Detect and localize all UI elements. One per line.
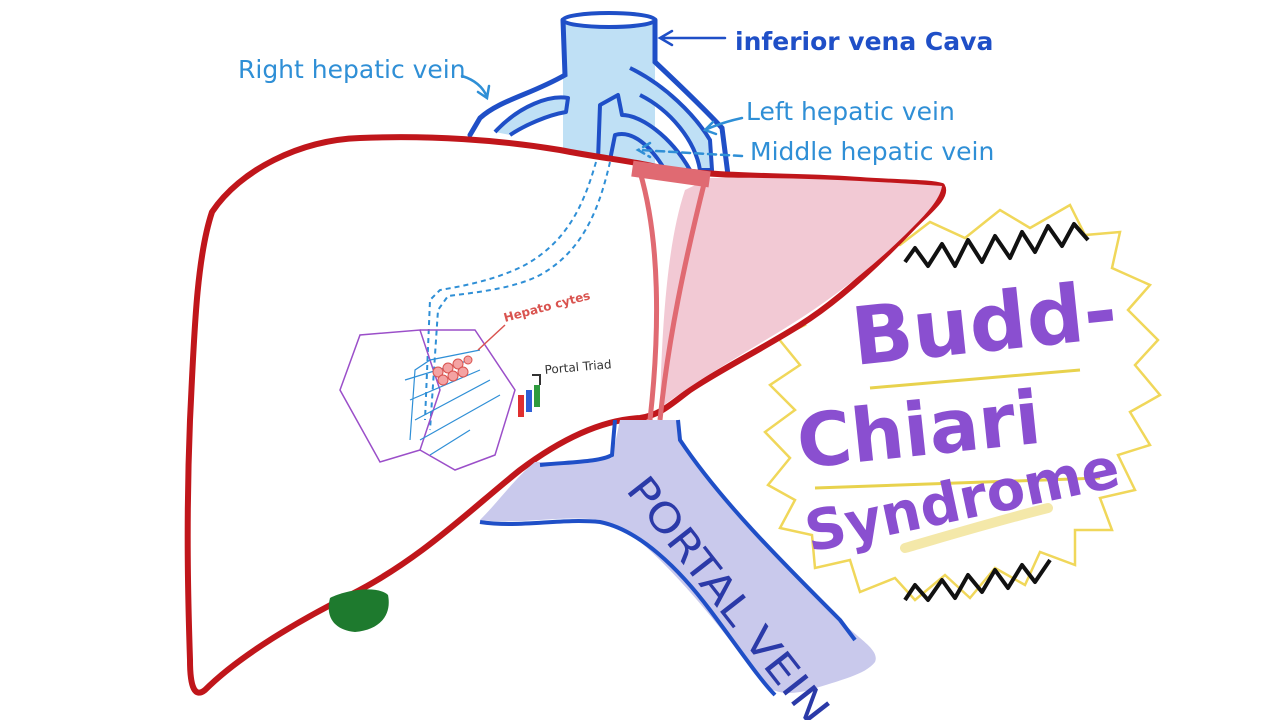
obstructed-vein-left-edge — [637, 171, 660, 421]
portal-vein-outline-bottom — [479, 519, 777, 697]
right-hepatic-vein — [493, 95, 570, 137]
title-underline-1 — [869, 368, 1081, 390]
right-hepatic-arrow — [460, 74, 491, 101]
lobule-hexagon-left — [339, 329, 441, 463]
portal-vein-body — [480, 420, 876, 693]
obstruction-band — [631, 160, 711, 188]
label-left-hepatic-vein: Left hepatic vein — [746, 97, 955, 126]
title-burst — [763, 203, 1162, 602]
lobule-hexagon-right — [419, 329, 516, 471]
ivc-arrow — [657, 29, 727, 47]
title-highlight — [900, 503, 1053, 553]
label-portal-triad: Portal Triad — [544, 357, 612, 377]
label-middle-hepatic-vein: Middle hepatic vein — [750, 137, 994, 166]
portal-vein-outline-right — [676, 419, 857, 642]
obstructed-vein-right-edge — [657, 179, 708, 421]
ivc-top-opening — [561, 11, 657, 29]
left-hepatic-arrow — [702, 116, 744, 136]
ivc-left-wall — [467, 17, 568, 138]
liver-lobule — [339, 324, 541, 471]
portal-vein-outline-left — [539, 419, 617, 467]
middle-hepatic-arrow — [635, 141, 744, 159]
hepatocytes-arrow — [477, 324, 506, 351]
burst-yellow-outline — [763, 203, 1162, 602]
ivc-right-wall — [652, 17, 731, 178]
burst-black-zigzag-top — [903, 222, 1090, 268]
title-underline-2 — [814, 476, 1101, 490]
liver — [184, 134, 947, 696]
label-ivc: inferior vena Cava — [735, 27, 993, 56]
left-hepatic-vein — [629, 66, 714, 172]
annotation-arrows — [460, 29, 744, 159]
portal-vein — [479, 419, 876, 697]
hepatic-veins — [493, 66, 714, 172]
label-right-hepatic-vein: Right hepatic vein — [238, 55, 466, 84]
portal-triad-icon — [518, 374, 541, 417]
dashed-hepatic-branch-2 — [429, 161, 611, 431]
caudate-lobe — [660, 177, 942, 408]
gallbladder — [328, 589, 389, 632]
dashed-hepatic-branch-1 — [424, 161, 597, 421]
hepatocyte-cluster — [432, 355, 473, 386]
burst-black-zigzag-bottom — [903, 558, 1052, 602]
